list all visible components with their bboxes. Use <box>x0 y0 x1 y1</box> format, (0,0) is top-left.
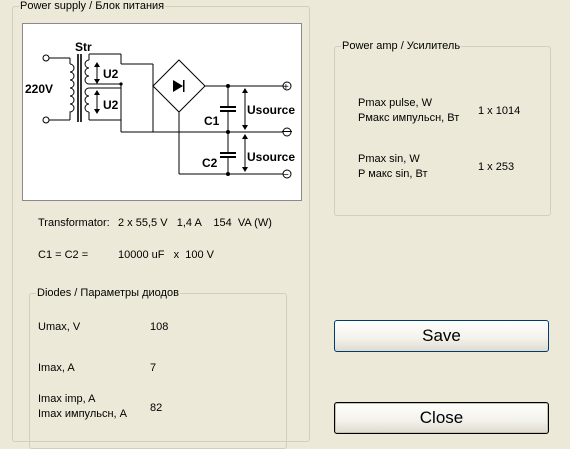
imax-imp-label-ru: Imax импульсн, A <box>38 408 127 420</box>
pmax-sin-label-ru: P макс sin, Вт <box>358 168 428 180</box>
usource-bottom-label: Usource <box>247 150 295 164</box>
pmax-pulse-label: Pmax pulse, W <box>358 97 432 109</box>
save-button[interactable]: Save <box>334 320 549 352</box>
schematic-diagram: 220V Str U2 U2 C1 C2 Usource Usource + − <box>25 40 295 181</box>
cap1-label: C1 <box>204 114 220 128</box>
imax-label: Imax, A <box>38 362 75 374</box>
power-amp-title: Power amp / Усилитель <box>342 40 461 52</box>
imax-value: 7 <box>150 362 157 374</box>
transformer-label: Str <box>75 40 92 54</box>
plus-terminal-label: + <box>283 82 289 93</box>
close-button[interactable]: Close <box>334 402 549 434</box>
cap2-label: C2 <box>202 156 218 170</box>
imax-imp-value: 82 <box>150 402 163 414</box>
usource-top-label: Usource <box>247 103 295 117</box>
voltage-in-label: 220V <box>25 82 53 96</box>
power-supply-title: Power supply / Блок питания <box>20 0 165 12</box>
umax-value: 108 <box>150 321 169 333</box>
umax-label: Umax, V <box>38 321 81 333</box>
winding-top-label: U2 <box>103 67 119 81</box>
pmax-pulse-label-ru: Pмакс импульсн, Вт <box>358 112 460 124</box>
pmax-pulse-value: 1 x 1014 <box>478 105 521 117</box>
power-supply-schematic: 220V Str U2 U2 C1 C2 Usource Usource + − <box>22 23 302 201</box>
power-amp-group: Power amp / Усилитель <box>334 40 551 216</box>
caps-value: 10000 uF x 100 V <box>118 249 215 261</box>
winding-bottom-label: U2 <box>103 98 119 112</box>
minus-terminal-label: − <box>283 170 289 181</box>
diodes-title: Diodes / Параметры диодов <box>37 287 179 299</box>
imax-imp-label: Imax imp, A <box>38 393 96 405</box>
pmax-sin-label: Pmax sin, W <box>358 153 420 165</box>
pmax-sin-value: 1 x 253 <box>478 161 515 173</box>
transformator-label: Transformator: <box>38 217 110 229</box>
caps-label: C1 = C2 = <box>38 249 89 261</box>
transformator-value: 2 x 55,5 V 1,4 A 154 VA (W) <box>118 217 272 229</box>
